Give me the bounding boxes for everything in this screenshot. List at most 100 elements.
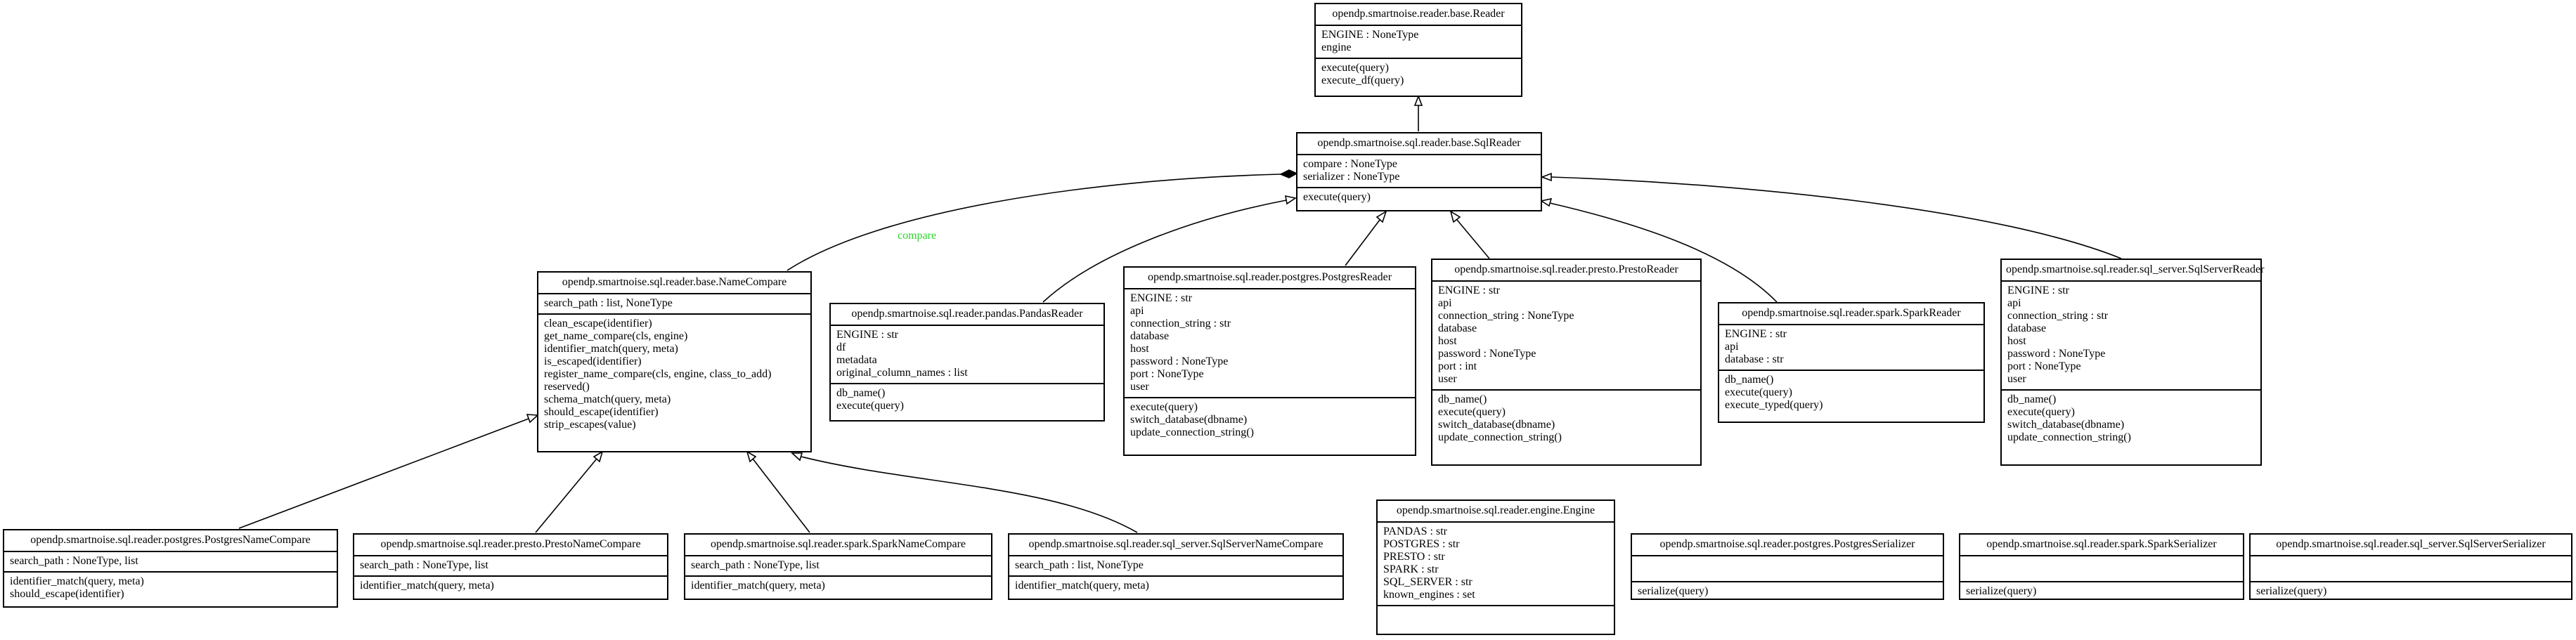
operation-row: db_name() [2007,393,2057,405]
operation-row: serialize(query) [1966,585,2037,597]
operation-row: execute_df(query) [1321,74,1404,86]
operation-row: register_name_compare(cls, engine, class… [544,368,772,380]
attribute-row: api [1438,297,1452,309]
attribute-compartment [2251,555,2571,581]
class-title: opendp.smartnoise.sql.reader.spark.Spark… [710,538,966,550]
class-title: opendp.smartnoise.sql.reader.base.SqlRea… [1317,137,1521,149]
attribute-row: compare : NoneType [1303,158,1397,170]
operation-row: should_escape(identifier) [10,588,124,600]
operation-row: switch_database(dbname) [2007,419,2125,431]
class-sqlserverreader: opendp.smartnoise.sql.reader.sql_server.… [2000,259,2265,466]
attribute-row: POSTGRES : str [1383,538,1460,550]
attribute-row: database [1438,322,1477,334]
class-title: opendp.smartnoise.sql.reader.sql_server.… [2006,263,2265,275]
operation-row: switch_database(dbname) [1130,414,1248,426]
operation-row: execute(query) [1303,191,1371,203]
operation-row: serialize(query) [2256,585,2327,597]
attribute-row: api [2007,297,2021,309]
attribute-row: original_column_names : list [836,367,968,379]
attribute-row: serializer : NoneType [1303,171,1400,183]
edge-sparkreader-to-sqlreader [1549,202,1778,303]
inherit-arrow-sqlservernamecompare [790,452,803,462]
attribute-row: search_path : list, NoneType [1015,559,1144,571]
attribute-row: port : NoneType [1130,368,1204,380]
class-title: opendp.smartnoise.sql.reader.sql_server.… [2276,538,2546,550]
inherit-arrow-prestonamecompare [593,450,604,463]
attribute-row: SQL_SERVER : str [1383,576,1473,588]
operation-compartment: execute(query)switch_database(dbname)upd… [1125,397,1415,455]
class-title: opendp.smartnoise.sql.reader.spark.Spark… [1986,538,2217,550]
operation-row: execute(query) [1130,401,1198,413]
operation-row: execute(query) [836,400,904,412]
operation-compartment [1378,605,1614,634]
edge-sparknamecompare-to-namecompare [752,458,810,533]
operation-row: identifier_match(query, meta) [10,575,144,587]
attribute-row: api [1130,305,1144,317]
attribute-row: ENGINE : str [1725,328,1787,340]
attribute-row: ENGINE : str [836,329,898,341]
edge-sqlserverreader-to-sqlreader [1551,176,2122,259]
edge-label-compare: compare [898,230,936,242]
inherit-arrow-sqlserver [1540,172,1552,182]
class-sqlservernamecompare: opendp.smartnoise.sql.reader.sql_server.… [1008,533,1344,600]
attribute-row: connection_string : str [1130,318,1231,329]
operation-row: execute_typed(query) [1725,399,1823,411]
operation-compartment: db_name()execute(query)execute_typed(que… [1719,370,1983,422]
attribute-row: connection_string : NoneType [1438,310,1574,322]
operation-row: execute(query) [1321,62,1389,74]
class-postgresreader: opendp.smartnoise.sql.reader.postgres.Po… [1123,266,1416,456]
operation-compartment: clean_escape(identifier)get_name_compare… [538,313,810,451]
class-title: opendp.smartnoise.sql.reader.presto.Pres… [1454,263,1678,275]
attribute-row: user [1438,373,1457,385]
operation-compartment: db_name()execute(query)switch_database(d… [1432,389,1700,464]
class-title: opendp.smartnoise.sql.reader.spark.Spark… [1742,307,1961,319]
operation-row: identifier_match(query, meta) [1015,580,1149,592]
attribute-row: host [1438,335,1457,347]
attribute-compartment [1960,555,2243,581]
inherit-arrow-postgresnamecompare [526,414,539,424]
operation-row: db_name() [1438,393,1487,405]
attribute-row: connection_string : str [2007,310,2109,322]
attribute-row: search_path : NoneType, list [10,555,138,567]
class-sparkserializer: opendp.smartnoise.sql.reader.spark.Spark… [1959,533,2244,600]
class-title: opendp.smartnoise.sql.reader.presto.Pres… [380,538,641,550]
attribute-row: PANDAS : str [1383,525,1447,537]
class-postgresserializer: opendp.smartnoise.sql.reader.postgres.Po… [1631,533,1944,600]
attribute-row: password : NoneType [2007,348,2106,360]
operation-row: update_connection_string() [2007,431,2131,443]
operation-row: get_name_compare(cls, engine) [544,330,688,342]
class-engine: opendp.smartnoise.sql.reader.engine.Engi… [1376,499,1615,635]
attribute-compartment: search_path : NoneType, list [354,555,667,575]
class-namecompare: opendp.smartnoise.sql.reader.base.NameCo… [537,271,812,452]
operation-compartment: identifier_match(query, meta)should_esca… [4,571,337,606]
inherit-arrow-pandas [1284,195,1297,205]
operation-compartment: db_name()execute(query)switch_database(d… [2002,389,2260,464]
class-title: opendp.smartnoise.sql.reader.postgres.Po… [1659,538,1915,550]
class-title: opendp.smartnoise.sql.reader.engine.Engi… [1396,504,1596,516]
attribute-row: database [2007,322,2047,334]
attribute-row: user [1130,381,1149,393]
attribute-row: PRESTO : str [1383,551,1445,563]
operation-row: db_name() [836,387,886,399]
operation-compartment: identifier_match(query, meta) [685,575,991,599]
operation-row: serialize(query) [1638,585,1709,597]
class-title: opendp.smartnoise.sql.reader.postgres.Po… [1147,271,1392,283]
attribute-compartment: search_path : NoneType, list [4,551,337,571]
attribute-row: database [1130,330,1170,342]
operation-row: switch_database(dbname) [1438,419,1555,431]
inherit-arrow-postgres [1376,210,1387,223]
inherit-arrow-sparknamecompare [746,450,757,463]
class-title: opendp.smartnoise.sql.reader.base.NameCo… [562,276,787,288]
attribute-row: host [2007,335,2026,347]
class-prestonamecompare: opendp.smartnoise.sql.reader.presto.Pres… [353,533,668,600]
attribute-row: SPARK : str [1383,563,1439,575]
inherit-arrow-presto [1449,210,1461,223]
